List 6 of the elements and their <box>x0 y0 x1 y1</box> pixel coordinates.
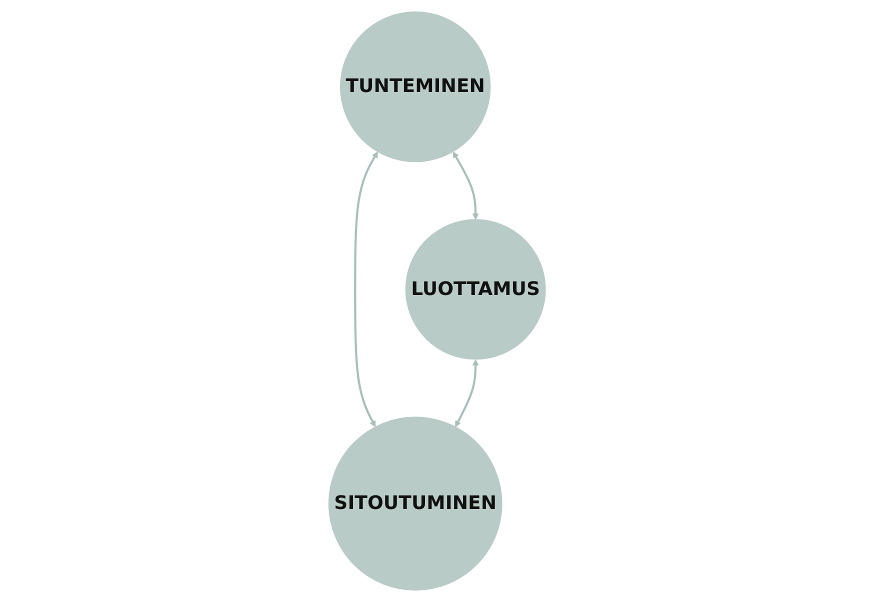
arrow <box>452 151 479 220</box>
node-circle: LUOTTAMUS <box>405 218 546 360</box>
node-circle: TUNTEMINEN <box>340 10 491 162</box>
node-circle: SITOUTUMINEN <box>328 416 502 590</box>
arrow <box>455 358 479 427</box>
arrow <box>354 151 378 427</box>
